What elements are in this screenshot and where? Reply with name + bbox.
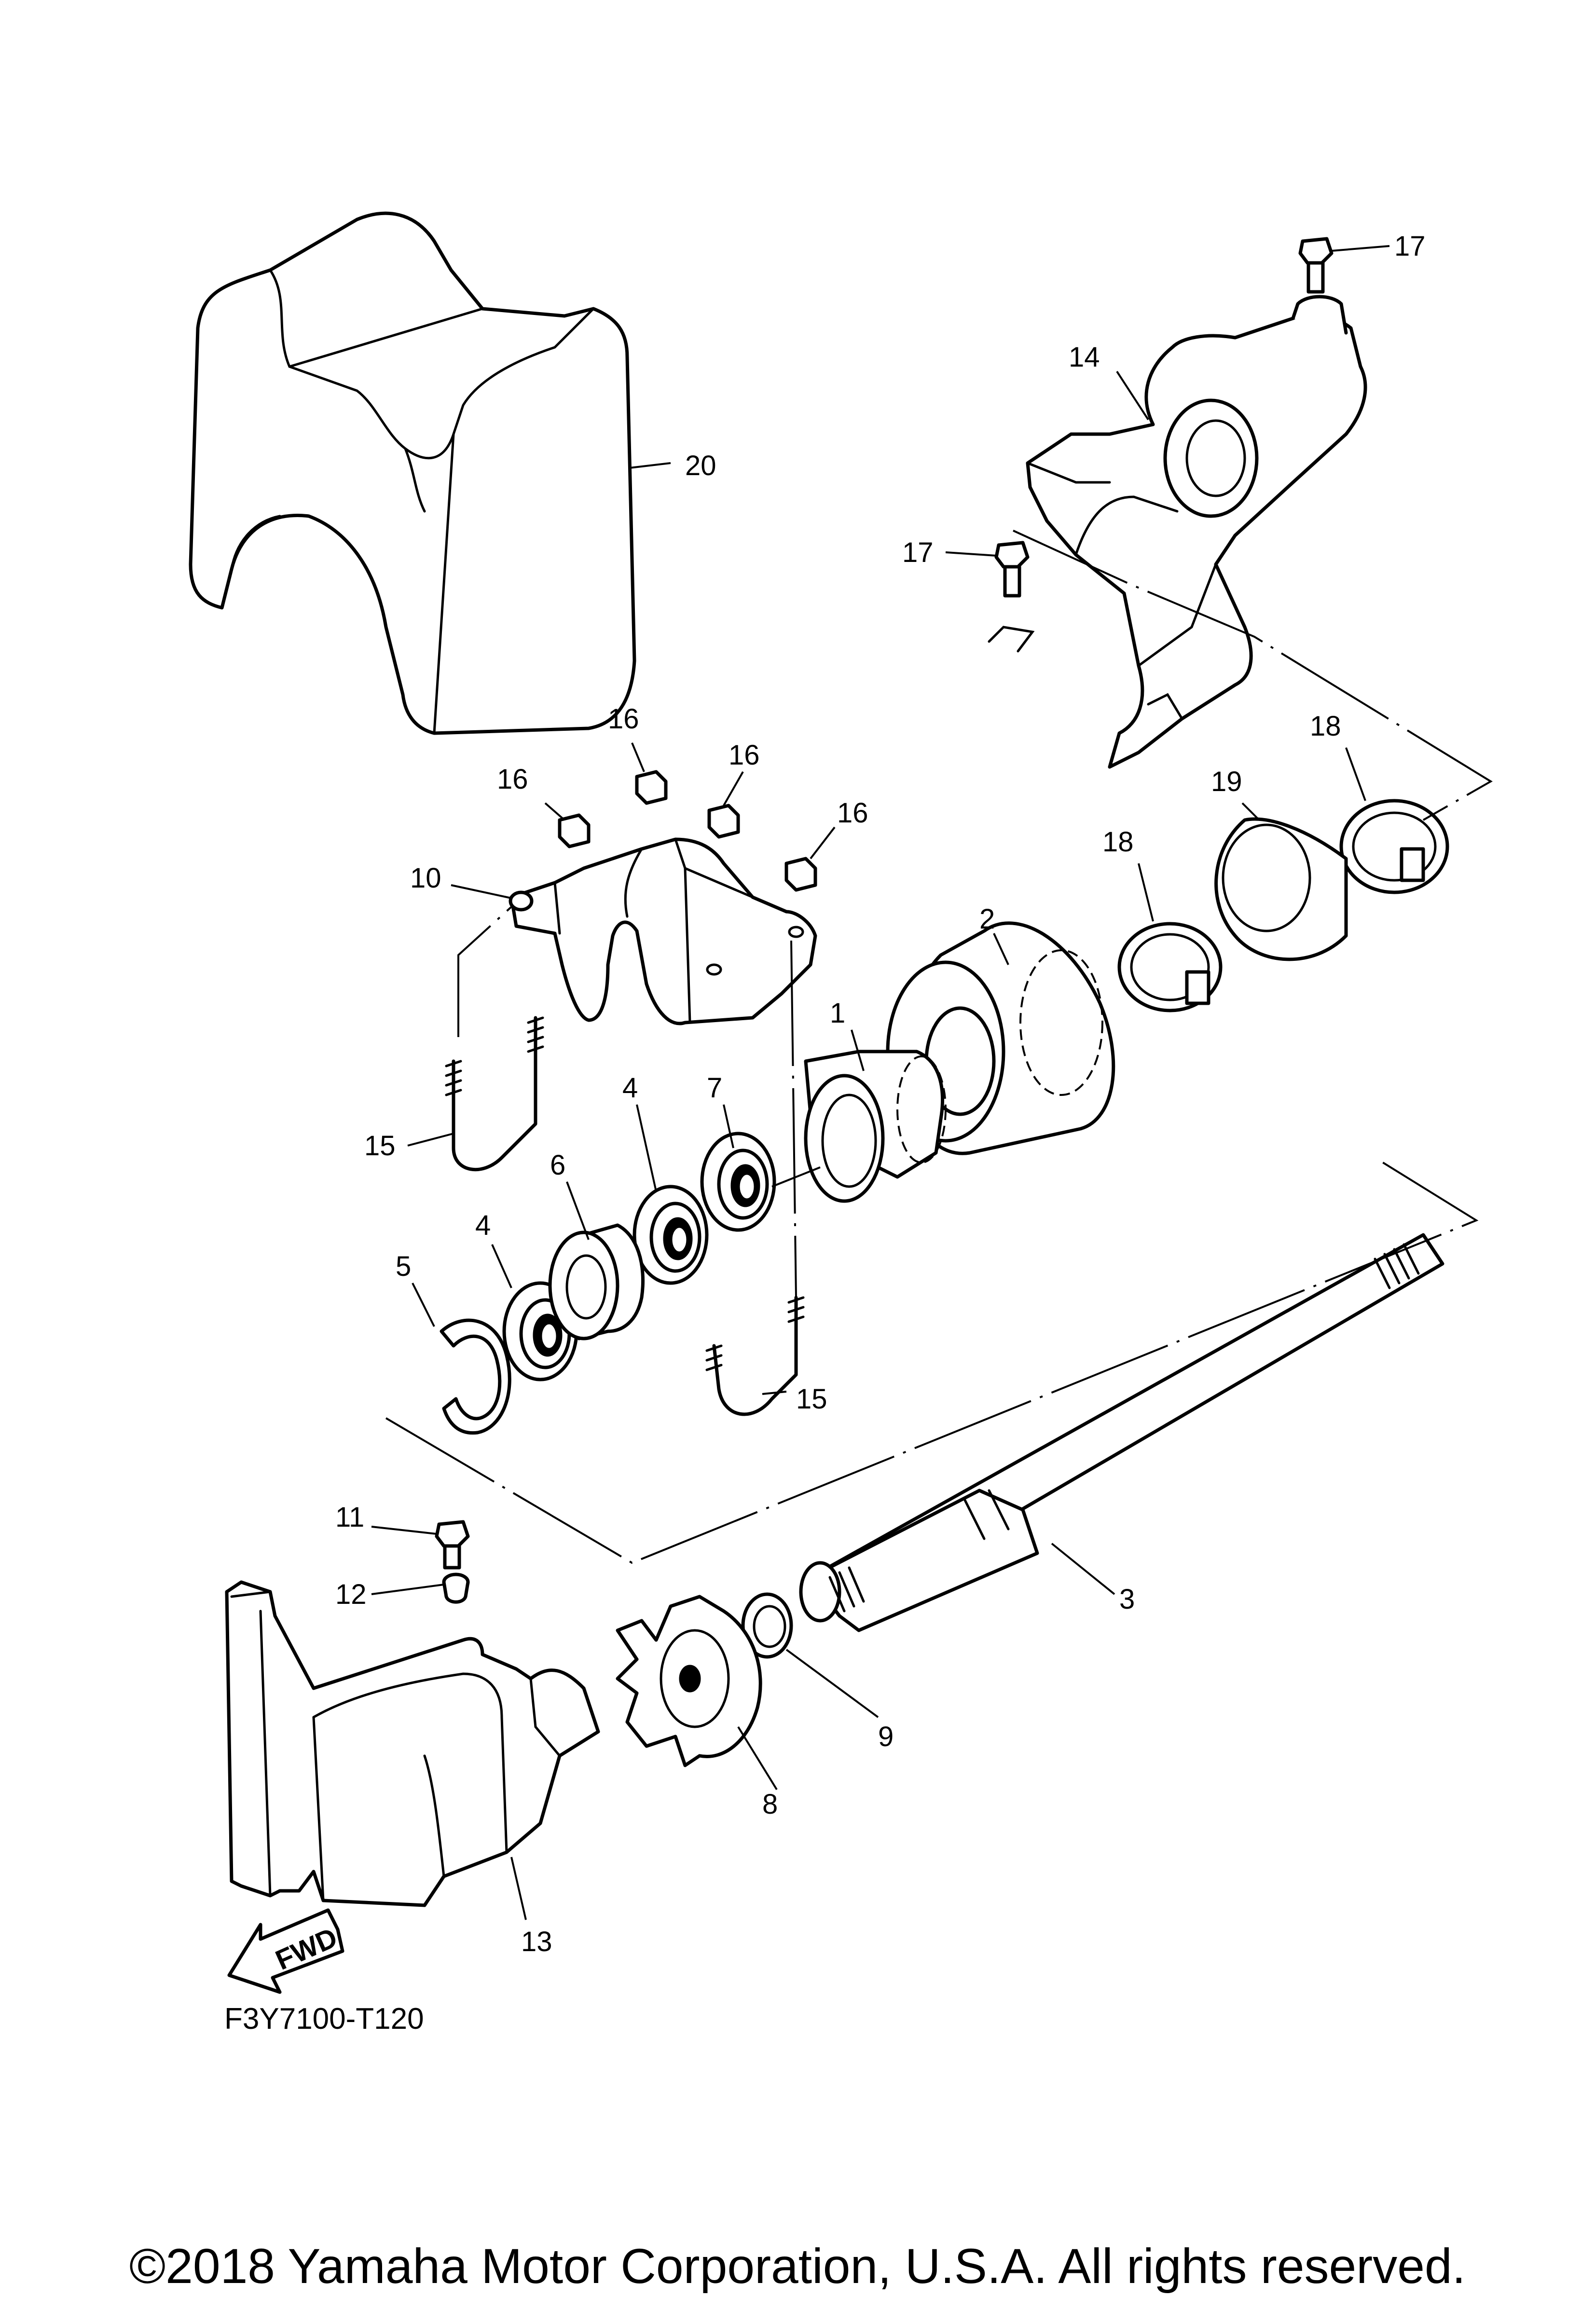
- part-5-circlip: [440, 1318, 511, 1435]
- part-9-washer: [741, 1592, 793, 1659]
- callout-11: 11: [335, 1502, 364, 1533]
- callout-8: 8: [762, 1789, 778, 1820]
- callout-17b: 17: [902, 537, 934, 568]
- callout-20: 20: [685, 450, 716, 481]
- part-7-oil-seal: [700, 1132, 776, 1232]
- callout-19: 19: [1211, 766, 1242, 797]
- callout-2: 2: [979, 903, 995, 935]
- callout-16b: 16: [608, 703, 639, 735]
- callout-15b: 15: [796, 1383, 827, 1415]
- callout-4b: 4: [475, 1210, 491, 1241]
- part-6-bearing: [548, 1223, 645, 1340]
- part-2-damper: [886, 921, 1115, 1155]
- part-20-cover: [189, 211, 636, 735]
- part-1-sleeve: [804, 1050, 947, 1203]
- fwd-arrow: FWD: [227, 1908, 344, 1994]
- callout-numbers: 1 2 3 4 4 5 6 7 8 9 10 11 12 13 14 15 15…: [335, 231, 1426, 1957]
- leader-lines: [371, 245, 1390, 1920]
- part-14-duct-housing: [988, 295, 1367, 769]
- part-11-12-bolt-collar: [435, 1520, 470, 1604]
- part-3-drive-shaft: [799, 1233, 1444, 1632]
- diagram-code: F3Y7100-T120: [224, 2002, 424, 2036]
- part-17-bolts: [994, 237, 1334, 598]
- callout-15a: 15: [364, 1130, 396, 1162]
- copyright-notice: ©2018 Yamaha Motor Corporation, U.S.A. A…: [129, 2239, 1466, 2294]
- assembly-lines: [385, 530, 1493, 1564]
- part-18-19-clamps-hose: [1117, 799, 1449, 1012]
- callout-10: 10: [410, 862, 441, 894]
- callout-16c: 16: [729, 739, 760, 771]
- callout-12: 12: [335, 1579, 367, 1610]
- callout-4a: 4: [622, 1072, 638, 1104]
- callout-14: 14: [1069, 342, 1100, 373]
- part-16-nuts: [558, 770, 817, 892]
- callout-1: 1: [830, 998, 845, 1029]
- part-15-u-bolts: [445, 1016, 805, 1416]
- callout-17a: 17: [1394, 231, 1426, 262]
- callout-16a: 16: [497, 764, 528, 795]
- part-4-oil-seals: [502, 1185, 709, 1381]
- part-10-housing-cap: [509, 837, 817, 1025]
- callout-6: 6: [550, 1149, 565, 1181]
- callout-5: 5: [396, 1251, 411, 1282]
- callout-18a: 18: [1310, 711, 1341, 742]
- part-8-coupling: [616, 1595, 762, 1767]
- callout-16d: 16: [837, 797, 868, 829]
- callout-7: 7: [707, 1072, 722, 1104]
- callout-3: 3: [1119, 1584, 1135, 1615]
- callout-13: 13: [521, 1926, 552, 1957]
- part-13-shaft-cover: [225, 1580, 600, 1907]
- callout-9: 9: [878, 1721, 894, 1752]
- callout-18b: 18: [1102, 826, 1134, 858]
